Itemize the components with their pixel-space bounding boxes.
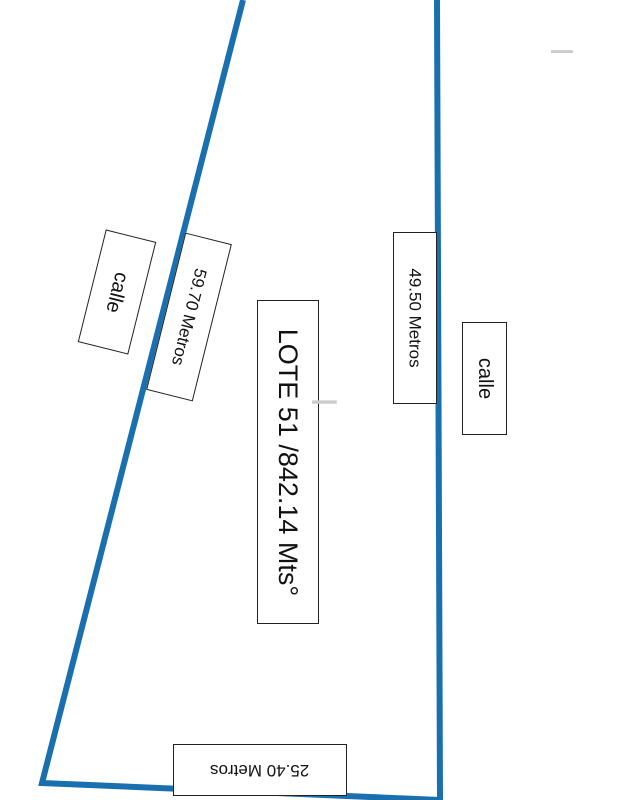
bottom-side-length-text: 25.40 Metros — [210, 761, 310, 780]
bottom-side-length-label: 25.40 Metros — [173, 744, 347, 796]
lot-number-area-label: LOTE 51 /842.14 Mts° — [257, 300, 319, 624]
left-side-length-text: 59.70 Metros — [168, 266, 211, 368]
lot-boundary — [38, 0, 441, 800]
lot-right-boundary — [434, 0, 443, 800]
right-street-text: calle — [473, 357, 496, 400]
lot-number-area-text: LOTE 51 /842.14 Mts° — [273, 328, 304, 596]
right-side-length-label: 49.50 Metros — [393, 232, 437, 404]
text-cursor-icon: I — [542, 47, 578, 56]
right-side-length-text: 49.50 Metros — [406, 268, 426, 368]
left-street-text: calle — [101, 269, 134, 315]
right-street-label: calle — [462, 322, 507, 435]
text-cursor-icon: I — [303, 396, 344, 408]
